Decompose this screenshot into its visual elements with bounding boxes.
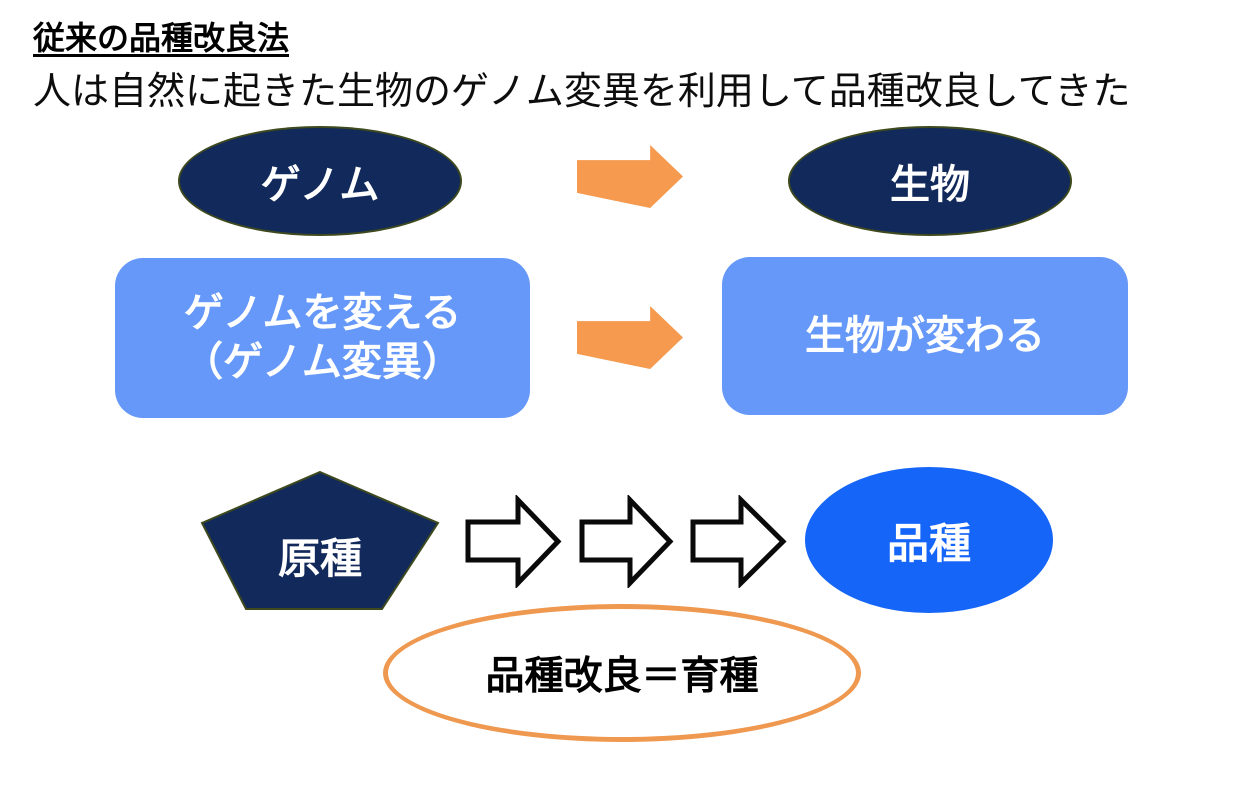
pentagon-shape — [200, 470, 440, 610]
variety-label: 品種 — [886, 519, 971, 567]
breeding-steps-arrows — [465, 495, 787, 588]
organism-change-box: 生物が変わる — [722, 257, 1128, 415]
breeding-caption-label: 品種改良＝育種 — [485, 655, 759, 698]
genome-ellipse: ゲノム — [178, 126, 462, 236]
origin-species-pentagon: 原種 — [200, 470, 440, 612]
right-arrow-icon — [577, 145, 683, 208]
organism-ellipse: 生物 — [788, 126, 1072, 236]
slide-subtitle: 人は自然に起きた生物のゲノム変異を利用して品種改良してきた — [33, 71, 1131, 113]
organism-label: 生物 — [890, 163, 970, 207]
hollow-right-arrow-icon — [579, 495, 674, 588]
variety-ellipse: 品種 — [805, 467, 1053, 613]
right-arrow-icon — [577, 306, 683, 369]
origin-species-label: 原種 — [277, 534, 362, 582]
hollow-right-arrow-icon — [465, 495, 562, 588]
genome-change-box: ゲノムを変える （ゲノム変異） — [115, 258, 530, 418]
slide-title: 従来の品種改良法 — [33, 20, 290, 56]
genome-label: ゲノム — [260, 163, 380, 207]
organism-change-label: 生物が変わる — [805, 313, 1045, 358]
genome-change-line2: （ゲノム変異） — [183, 340, 462, 384]
hollow-right-arrow-icon — [690, 495, 787, 588]
breeding-caption-ellipse: 品種改良＝育種 — [383, 604, 861, 742]
genome-change-line1: ゲノムを変える — [183, 291, 462, 336]
